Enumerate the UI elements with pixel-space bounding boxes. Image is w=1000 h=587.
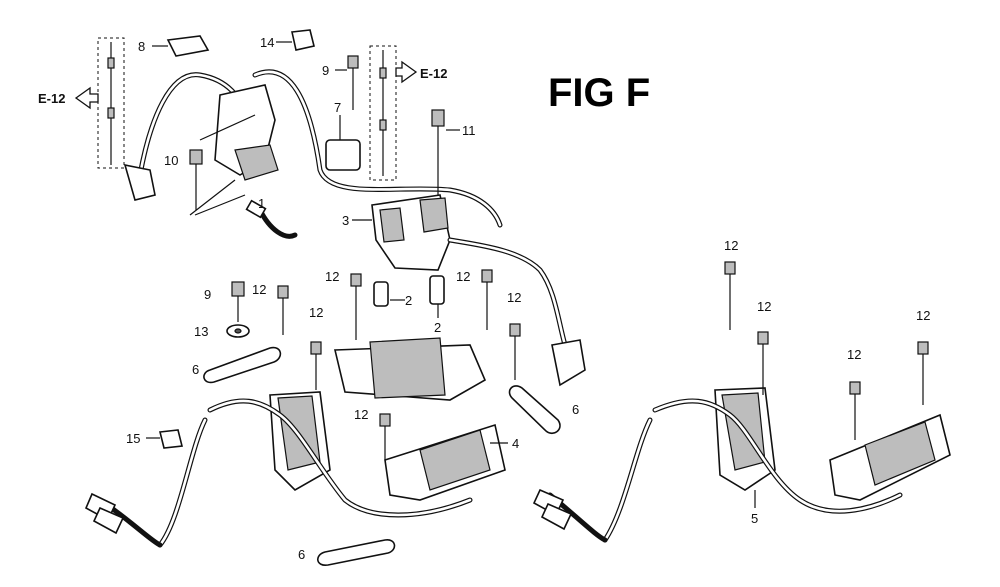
callout-7: 7 (334, 100, 341, 115)
part-8-clamp (152, 35, 210, 57)
callout-6: 6 (192, 362, 199, 377)
part-9-bolt-lower (231, 281, 245, 322)
reference-label: E-12 (420, 66, 447, 81)
part-7-connector (325, 115, 361, 171)
callout-10: 10 (164, 153, 178, 168)
reference-e12-left[interactable]: E-12 (38, 86, 99, 110)
callout-9: 9 (322, 63, 329, 78)
bolt-12 (277, 285, 289, 335)
callout-1: 1 (258, 196, 265, 211)
spark-plug-cap (123, 163, 156, 201)
callout-15: 15 (126, 431, 140, 446)
part-6-plate (508, 385, 561, 435)
callout-5: 5 (751, 511, 758, 526)
bolt-12 (481, 269, 493, 330)
callout-14: 14 (260, 35, 274, 50)
callout-9: 9 (204, 287, 211, 302)
bolt-12 (757, 331, 769, 395)
callout-2: 2 (405, 293, 412, 308)
callout-2: 2 (434, 320, 441, 335)
callout-6: 6 (298, 547, 305, 562)
part-14-clip (276, 29, 315, 51)
callout-13: 13 (194, 324, 208, 339)
bolt-12 (379, 413, 391, 460)
callout-12: 12 (309, 305, 323, 320)
part-3-bracket (352, 194, 586, 387)
bolt-12 (350, 273, 362, 340)
rod-nut (379, 67, 387, 79)
callout-12: 12 (724, 238, 738, 253)
part-11-bolt (431, 109, 460, 195)
callout-12: 12 (916, 308, 930, 323)
callout-12: 12 (757, 299, 771, 314)
callout-12: 12 (507, 290, 521, 305)
bolt-12 (849, 381, 861, 440)
part-15-clip (146, 429, 183, 449)
part-10-bolt (189, 149, 203, 210)
reference-label: E-12 (38, 91, 65, 106)
reference-arrow-icon (395, 60, 418, 84)
callout-12: 12 (252, 282, 266, 297)
part-6-plate (203, 346, 282, 384)
part-9-bolt (335, 55, 359, 110)
part-2-sleeve-left (373, 281, 405, 307)
rod-nut (107, 107, 115, 119)
bolt-12 (310, 341, 322, 390)
callout-11: 11 (462, 123, 476, 138)
callout-8: 8 (138, 39, 145, 54)
callout-12: 12 (325, 269, 339, 284)
callout-6: 6 (572, 402, 579, 417)
part-6-plate (317, 539, 396, 566)
callout-12: 12 (847, 347, 861, 362)
rod-nut (107, 57, 115, 69)
figure-title: FIG F (548, 71, 650, 115)
part-13-washer (226, 324, 250, 338)
rod-nut (379, 119, 387, 131)
callout-12: 12 (354, 407, 368, 422)
charge-coil-set-right (532, 387, 951, 543)
callout-3: 3 (342, 213, 349, 228)
rod-group-box-right (369, 45, 397, 181)
callout-4: 4 (512, 436, 519, 451)
charge-coil-set-left (84, 337, 506, 548)
bolt-12 (917, 341, 929, 405)
callout-12: 12 (456, 269, 470, 284)
bolt-12 (509, 323, 521, 380)
ignition-coil-assembly (123, 69, 503, 239)
reference-e12-right[interactable]: E-12 (395, 60, 447, 84)
rod-group-box-left (97, 37, 125, 169)
bolt-12 (724, 261, 736, 330)
reference-arrow-icon (74, 86, 99, 110)
part-2-sleeve-right (429, 275, 445, 318)
